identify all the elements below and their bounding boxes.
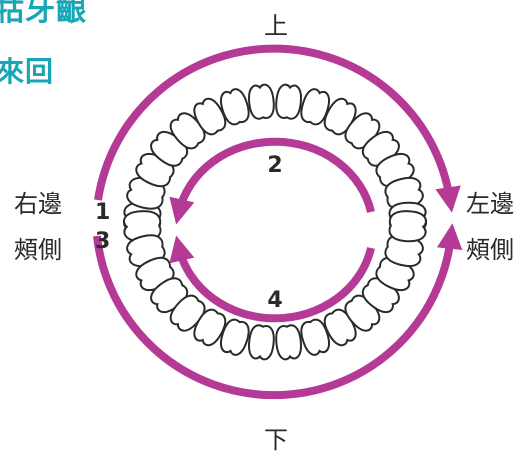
- tooth: [169, 294, 206, 332]
- outer-lower-arrow: [93, 223, 463, 400]
- lower-teeth: [123, 210, 427, 361]
- heading-line-2: 來回: [0, 55, 55, 88]
- tooth: [220, 88, 250, 126]
- right-side-label-line-1: 右邊: [14, 190, 62, 218]
- tooth: [275, 83, 302, 120]
- inner-upper-arrow: [169, 137, 375, 225]
- tooth: [248, 324, 275, 361]
- left-side-label-line-2: 頰側: [466, 236, 514, 264]
- tooth: [193, 308, 227, 347]
- tooth: [275, 324, 302, 361]
- bottom-label: 下: [264, 426, 288, 454]
- tooth: [123, 210, 162, 243]
- step-2-number: 2: [267, 153, 282, 178]
- tooth: [384, 234, 424, 267]
- tooth: [323, 308, 357, 347]
- step-4-number: 4: [267, 288, 282, 313]
- right-side-label-line-2: 頰側: [14, 236, 62, 264]
- outer-upper-arrow: [94, 44, 461, 213]
- step-1-number: 1: [95, 200, 110, 225]
- tooth: [248, 83, 275, 120]
- tooth: [300, 318, 330, 356]
- heading-line-1: 牯牙齦: [0, 0, 87, 28]
- tooth: [220, 318, 250, 356]
- tooth: [193, 97, 227, 136]
- tooth: [300, 88, 330, 126]
- step-3-number: 3: [95, 229, 110, 254]
- top-label: 上: [264, 12, 288, 40]
- tooth: [388, 210, 427, 243]
- inner-lower-arrow: [169, 235, 375, 323]
- left-side-label-line-1: 左邊: [466, 190, 514, 218]
